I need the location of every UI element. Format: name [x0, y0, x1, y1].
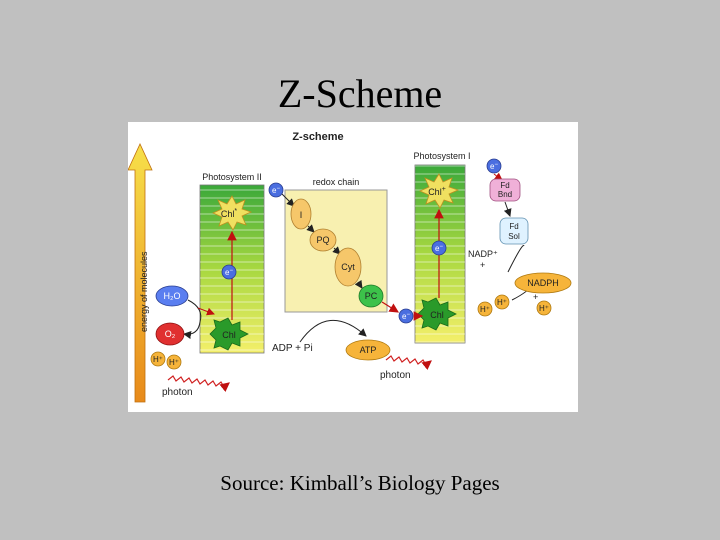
svg-text:e−: e−: [272, 186, 280, 195]
oxygen-label: O₂: [165, 329, 176, 339]
nadph-shape: [514, 272, 572, 294]
photosystem-2-label: Photosystem II: [202, 172, 262, 182]
nadp-plus-label: NADP⁺: [468, 249, 498, 259]
electron-ps2-mid: e−: [221, 264, 237, 280]
h-plus-nadph: H⁺: [536, 300, 552, 316]
ps2-chl-shape: [209, 317, 249, 351]
water-molecule: [155, 285, 189, 307]
electron-ps2-top: e−: [268, 182, 284, 198]
carrier-i: [290, 198, 312, 230]
photon-ps1-wave: [385, 355, 432, 370]
water-label: H₂O: [164, 291, 181, 301]
photon-ps2-wave: [167, 375, 230, 392]
carrier-pq: [309, 228, 337, 252]
redox-chain-label: redox chain: [313, 177, 360, 187]
svg-text:e−: e−: [490, 162, 498, 171]
carrier-pc-label: PC: [365, 291, 378, 301]
electron-ps1-mid: e−: [431, 240, 447, 256]
svg-text:H⁺: H⁺: [539, 304, 549, 313]
fd-sol-label-2: Sol: [508, 232, 520, 241]
h-plus-nadp-1: H⁺: [477, 301, 493, 317]
fd-bnd-label-1: Fd: [500, 181, 509, 190]
ps2-chl-star-label: Chl*: [221, 208, 238, 219]
carrier-pc: [358, 284, 384, 308]
nadph-label: NADPH: [527, 278, 559, 288]
h-plus-nadp-2: H⁺: [494, 294, 510, 310]
fd-bnd-box: [489, 178, 521, 202]
photon-ps1-label: photon: [380, 370, 411, 381]
svg-text:H⁺: H⁺: [497, 298, 507, 307]
h-plus-water-1: H⁺: [150, 351, 166, 367]
oxygen-molecule: [155, 322, 185, 346]
adp-pi-label: ADP + Pi: [272, 343, 313, 354]
fd-sol-label-1: Fd: [509, 222, 518, 231]
source-caption: Source: Kimball’s Biology Pages: [220, 471, 500, 495]
carrier-cyt: [334, 247, 362, 287]
slide-title: Z-Scheme: [277, 71, 443, 116]
photon-ps2-label: photon: [162, 387, 193, 398]
fd-sol-box: [499, 217, 529, 245]
ps1-chl-plus-shape: [419, 173, 460, 209]
electron-pc-out: e−: [398, 308, 414, 324]
carrier-i-label: I: [300, 210, 303, 220]
photosystem-1-label: Photosystem I: [413, 151, 470, 161]
nadp-plus-sign: +: [480, 260, 485, 270]
svg-text:e−: e−: [225, 268, 233, 277]
svg-text:e−: e−: [402, 312, 410, 321]
nadph-plus-sign: +: [533, 292, 538, 302]
h-plus-water-2: H⁺: [166, 354, 182, 370]
atp-shape: [345, 339, 391, 361]
svg-text:H⁺: H⁺: [153, 355, 163, 364]
svg-text:H⁺: H⁺: [480, 305, 490, 314]
ps1-chl-label: Chl: [430, 310, 444, 320]
carrier-pq-label: PQ: [316, 235, 329, 245]
ps2-chl-star-shape: [212, 195, 253, 231]
svg-text:e−: e−: [435, 244, 443, 253]
diagram-title: Z-scheme: [292, 131, 343, 143]
ps1-chl-plus-label: Chl+: [428, 186, 446, 197]
electron-ps1-top: e−: [486, 158, 502, 174]
z-scheme-diagram: Z-scheme energy of molecules redox chain…: [128, 122, 578, 412]
ps2-chl-label: Chl: [222, 330, 236, 340]
energy-axis-label: energy of molecules: [139, 251, 149, 332]
svg-text:H⁺: H⁺: [169, 358, 179, 367]
atp-label: ATP: [360, 345, 377, 355]
energy-arrow: [128, 143, 153, 403]
carrier-cyt-label: Cyt: [341, 262, 355, 272]
fd-bnd-label-2: Bnd: [498, 190, 512, 199]
